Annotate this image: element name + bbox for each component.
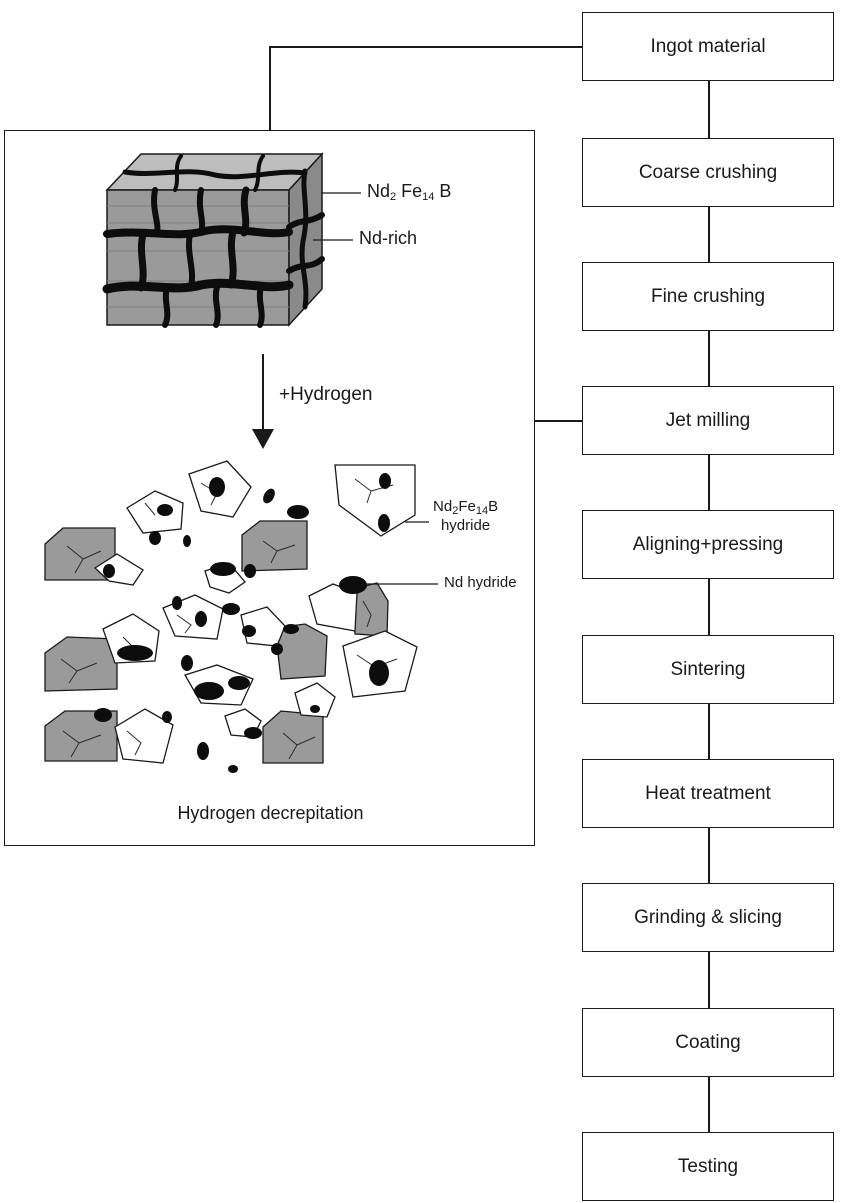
- hydride-boundary-label: Nd hydride: [444, 574, 517, 591]
- ingot-link-horizontal: [269, 46, 582, 48]
- step-coating: Coating: [582, 1008, 834, 1077]
- connector-9: [708, 1077, 710, 1132]
- decrepitated-fragments: [44, 460, 418, 773]
- connector-7: [708, 828, 710, 883]
- process-arrow-label: +Hydrogen: [279, 384, 373, 405]
- step-sintering: Sintering: [582, 635, 834, 704]
- connector-6: [708, 704, 710, 759]
- phase-main-label: Nd2 Fe14 B: [367, 181, 452, 203]
- phase-boundary-label: Nd-rich: [359, 228, 418, 248]
- panel-caption: Hydrogen decrepitation: [177, 803, 364, 823]
- connector-3: [708, 331, 710, 386]
- step-jet-milling: Jet milling: [582, 386, 834, 455]
- hydrogen-decrepitation-panel: Nd2 Fe14 B Nd-rich +Hydrogen Nd2Fe14B hy…: [4, 130, 535, 846]
- connector-8: [708, 952, 710, 1008]
- decrepitation-illustration: [44, 152, 438, 773]
- hydrogen-arrow: [252, 354, 274, 449]
- step-aligning-pressing: Aligning+pressing: [582, 510, 834, 579]
- connector-4: [708, 455, 710, 510]
- jet-milling-link: [535, 420, 582, 422]
- ingot-link-vertical: [269, 46, 271, 130]
- step-testing: Testing: [582, 1132, 834, 1201]
- step-fine-crushing: Fine crushing: [582, 262, 834, 331]
- microstructure-cube: [102, 152, 325, 328]
- step-heat-treatment: Heat treatment: [582, 759, 834, 828]
- connector-2: [708, 207, 710, 262]
- step-grinding-slicing: Grinding & slicing: [582, 883, 834, 952]
- step-ingot-material: Ingot material: [582, 12, 834, 81]
- connector-5: [708, 579, 710, 635]
- step-coarse-crushing: Coarse crushing: [582, 138, 834, 207]
- connector-1: [708, 81, 710, 138]
- hydride-main-label: Nd2Fe14B hydride: [433, 498, 499, 534]
